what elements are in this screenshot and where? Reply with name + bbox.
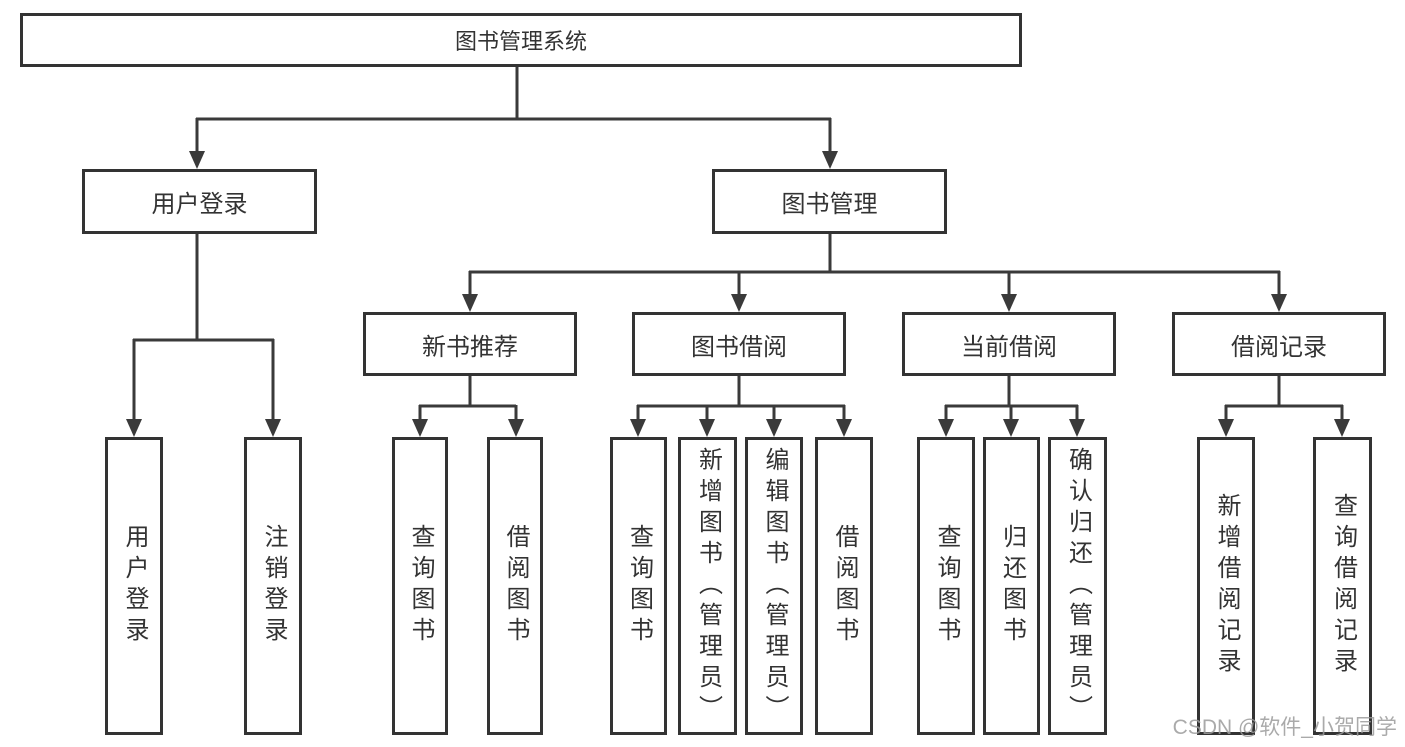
leaf-borrow-books-2: 借阅图书 [815,437,873,735]
leaf-return-books-label: 归还图书 [998,524,1026,648]
leaf-add-borrow-record: 新增借阅记录 [1197,437,1255,735]
leaf-query-books-1-label: 查询图书 [407,524,434,648]
leaf-query-books-3: 查询图书 [917,437,975,735]
leaf-borrow-books-2-label: 借阅图书 [831,524,858,648]
node-borrow-records: 借阅记录 [1172,312,1386,376]
leaf-edit-books-admin: 编辑图书（管理员） [745,437,803,735]
leaf-query-books-2-label: 查询图书 [625,524,653,648]
leaf-query-books-3-label: 查询图书 [933,524,960,648]
leaf-confirm-return-admin-label: 确认归还（管理员） [1064,446,1092,726]
leaf-query-books-2: 查询图书 [610,437,667,735]
node-root-label: 图书管理系统 [454,29,587,54]
leaf-add-borrow-record-label: 新增借阅记录 [1213,493,1240,679]
node-user-login-label: 用户登录 [151,191,248,218]
leaf-add-books-admin-label: 新增图书（管理员） [694,446,722,726]
node-new-book-recommend-label: 新书推荐 [422,333,518,361]
leaf-logout-label: 注销登录 [260,524,287,648]
leaf-return-books: 归还图书 [983,437,1040,735]
node-book-borrow-label: 图书借阅 [691,333,787,361]
leaf-add-books-admin: 新增图书（管理员） [678,437,737,735]
leaf-confirm-return-admin: 确认归还（管理员） [1048,437,1107,735]
leaf-user-login: 用户登录 [105,437,163,735]
leaf-user-login-label: 用户登录 [121,524,148,648]
node-current-borrow-label: 当前借阅 [961,333,1057,361]
node-borrow-records-label: 借阅记录 [1231,333,1327,361]
leaf-query-borrow-record-label: 查询借阅记录 [1329,493,1357,679]
leaf-query-books-1: 查询图书 [392,437,448,735]
leaf-logout: 注销登录 [244,437,302,735]
node-root: 图书管理系统 [20,13,1022,67]
node-new-book-recommend: 新书推荐 [363,312,577,376]
leaf-borrow-books-1-label: 借阅图书 [502,524,529,648]
leaf-borrow-books-1: 借阅图书 [487,437,543,735]
node-book-management-label: 图书管理 [781,191,878,218]
leaf-edit-books-admin-label: 编辑图书（管理员） [761,446,788,726]
node-book-borrow: 图书借阅 [632,312,846,376]
leaf-query-borrow-record: 查询借阅记录 [1313,437,1372,735]
node-user-login: 用户登录 [82,169,317,234]
csdn-watermark: CSDN @软件_小贺同学 [1172,716,1397,739]
node-current-borrow: 当前借阅 [902,312,1116,376]
node-book-management: 图书管理 [712,169,947,234]
